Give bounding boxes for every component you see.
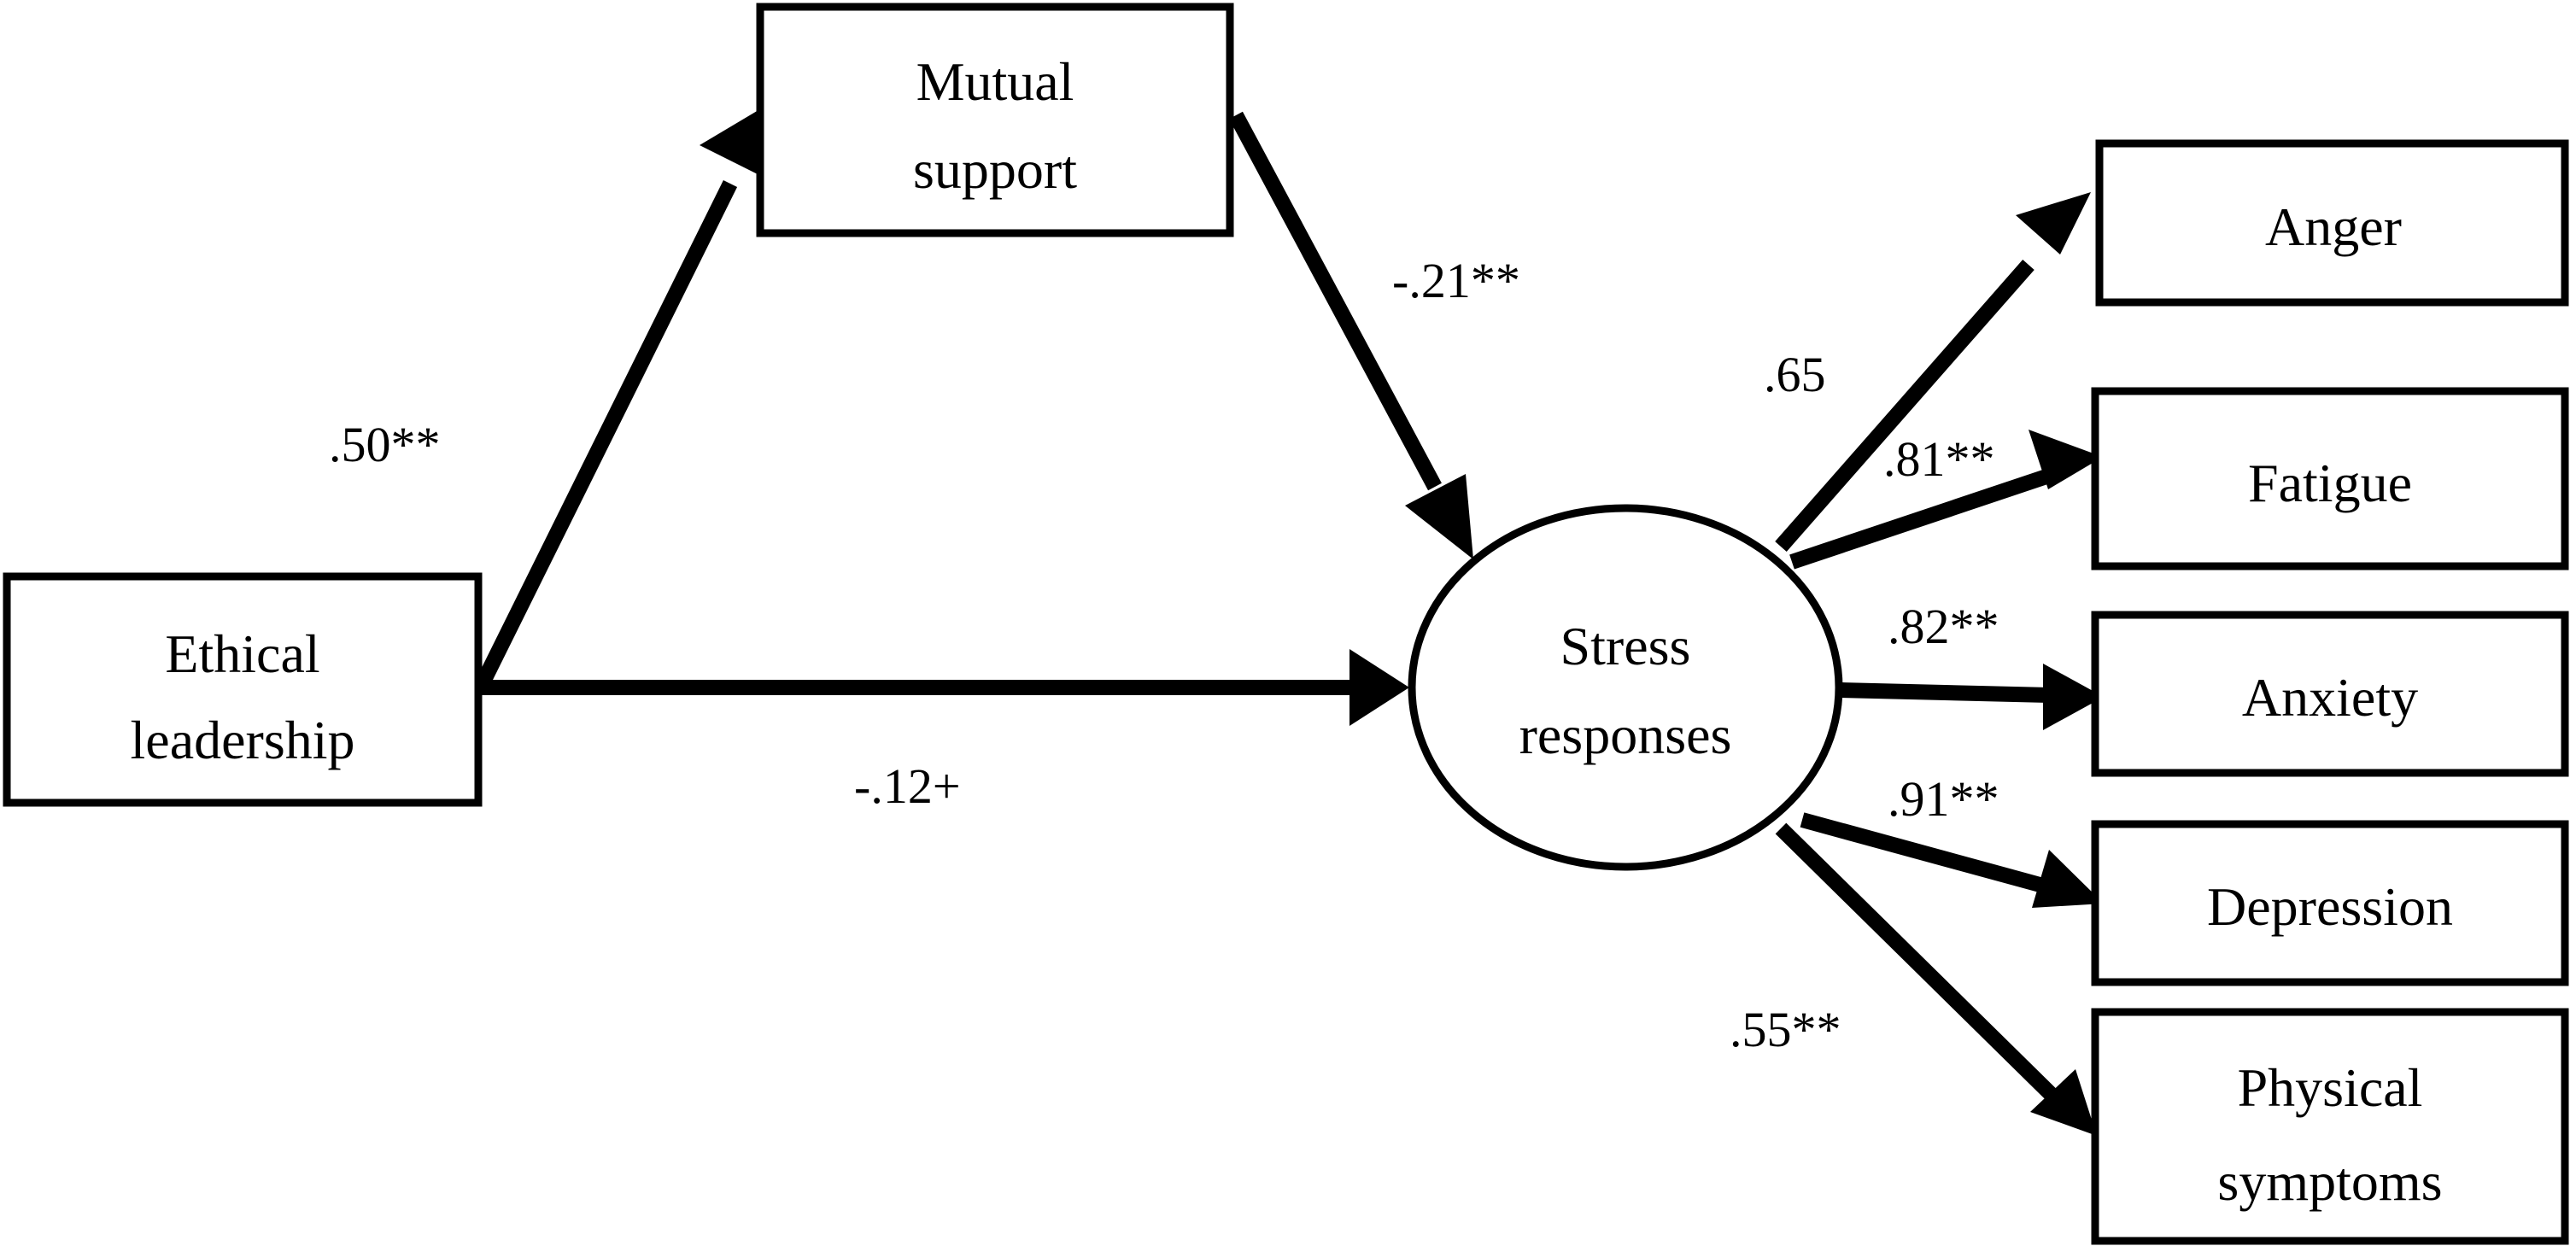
coef-mutual-to-stress: -.21** bbox=[1392, 253, 1520, 308]
fatigue-label: Fatigue bbox=[2248, 453, 2412, 513]
edge-stress-to-physical bbox=[1775, 822, 2060, 1103]
edge-stress-to-anxiety bbox=[1840, 682, 2051, 703]
physical-symptoms-line-2: symptoms bbox=[2217, 1151, 2442, 1212]
arrowhead-physical bbox=[2030, 1069, 2097, 1136]
physical-symptoms-line-1: Physical bbox=[2238, 1057, 2423, 1118]
node-anger: Anger bbox=[2095, 139, 2569, 307]
node-mutual-support: Mutual support bbox=[756, 3, 1234, 237]
arrowhead-mutual bbox=[700, 102, 771, 174]
arrowhead-fatigue bbox=[2029, 430, 2103, 489]
node-depression: Depression bbox=[2091, 820, 2569, 986]
arrowhead-anger bbox=[2016, 192, 2091, 254]
coef-ethical-to-stress: -.12+ bbox=[854, 758, 961, 814]
edge-mutual-to-stress bbox=[1229, 111, 1442, 491]
coef-stress-to-anxiety: .82** bbox=[1888, 599, 1999, 654]
arrowhead-depression bbox=[2032, 850, 2104, 908]
arrowhead-anxiety bbox=[2043, 664, 2104, 730]
ethical-leadership-line-2: leadership bbox=[131, 710, 355, 770]
edge-ethical-to-mutual bbox=[475, 180, 738, 687]
mutual-support-line-1: Mutual bbox=[916, 51, 1074, 112]
mutual-support-line-2: support bbox=[913, 139, 1077, 200]
edge-stress-to-anger bbox=[1775, 260, 2034, 552]
depression-label: Depression bbox=[2207, 876, 2453, 937]
stress-responses-line-1: Stress bbox=[1560, 616, 1691, 676]
node-ethical-leadership: Ethical leadership bbox=[3, 572, 483, 807]
coef-stress-to-fatigue: .81** bbox=[1883, 431, 1995, 487]
node-stress-responses: Stress responses bbox=[1408, 504, 1843, 871]
coef-stress-to-depression: .91** bbox=[1888, 771, 1999, 827]
node-physical-symptoms: Physical symptoms bbox=[2091, 1008, 2569, 1245]
node-fatigue: Fatigue bbox=[2091, 387, 2569, 570]
coef-stress-to-anger: .65 bbox=[1764, 347, 1826, 402]
coef-ethical-to-mutual: .50** bbox=[329, 417, 441, 472]
edge-stress-to-fatigue bbox=[1789, 466, 2057, 570]
node-anxiety: Anxiety bbox=[2091, 611, 2569, 777]
coef-stress-to-physical: .55** bbox=[1730, 1002, 1841, 1057]
arrowhead-stress-from-ethical bbox=[1349, 649, 1409, 726]
arrowhead-stress-from-mutual bbox=[1405, 474, 1473, 559]
edge-stress-to-depression bbox=[1800, 812, 2055, 896]
anger-label: Anger bbox=[2265, 196, 2402, 257]
stress-responses-line-2: responses bbox=[1519, 705, 1732, 765]
ethical-leadership-line-1: Ethical bbox=[165, 623, 319, 684]
anxiety-label: Anxiety bbox=[2242, 667, 2418, 728]
